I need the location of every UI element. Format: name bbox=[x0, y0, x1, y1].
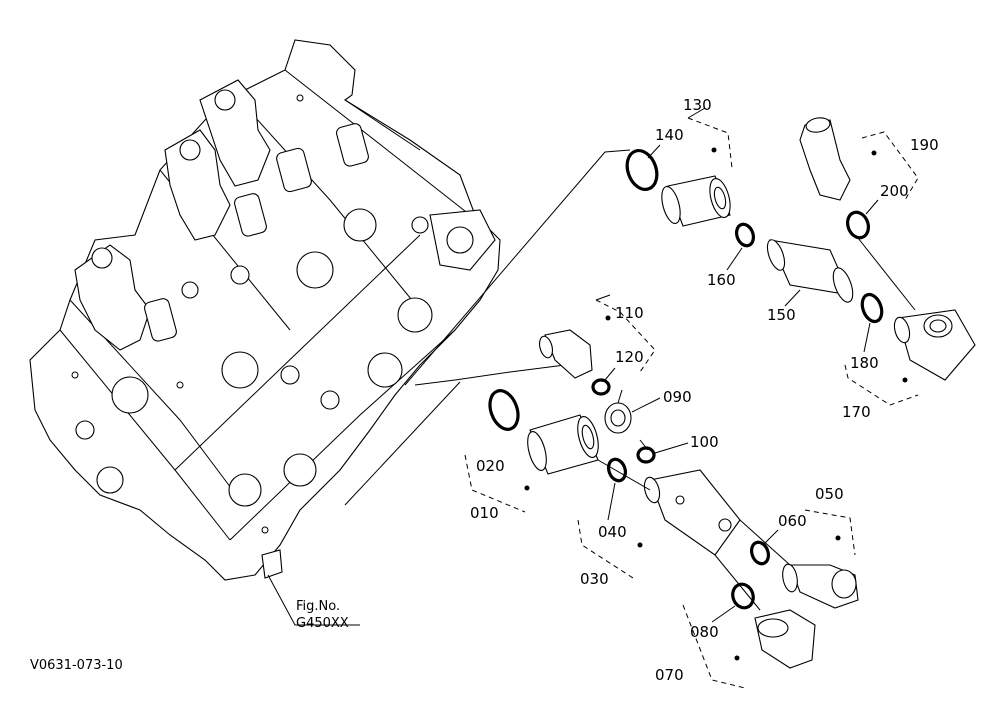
callout-120: 120 bbox=[615, 348, 644, 366]
callout-150: 150 bbox=[767, 306, 796, 324]
callout-110: 110 bbox=[615, 304, 644, 322]
callout-060: 060 bbox=[778, 512, 807, 530]
o-ring-180 bbox=[860, 292, 884, 324]
callout-070: 070 bbox=[655, 666, 684, 684]
elbow-070 bbox=[734, 609, 816, 669]
elbow-170 bbox=[893, 309, 976, 383]
callout-050: 050 bbox=[815, 485, 844, 503]
control-valve-body bbox=[29, 39, 501, 581]
o-ring-160 bbox=[734, 222, 756, 248]
elbow-fitting-190 bbox=[799, 117, 877, 201]
o-ring-100 bbox=[636, 446, 656, 464]
o-ring-040 bbox=[606, 457, 628, 483]
callout-020: 020 bbox=[476, 457, 505, 475]
callout-170: 170 bbox=[842, 403, 871, 421]
callout-030: 030 bbox=[580, 570, 609, 588]
body-leader-lines bbox=[344, 149, 631, 506]
fig-number-callout: Fig.No. G450XX bbox=[267, 574, 360, 631]
connector-150 bbox=[766, 239, 854, 303]
callout-200: 200 bbox=[880, 182, 909, 200]
callout-090: 090 bbox=[663, 388, 692, 406]
o-ring-020 bbox=[488, 389, 520, 431]
nut-090 bbox=[604, 402, 632, 434]
image-reference-code: V0631-073-10 bbox=[30, 658, 123, 673]
o-ring-200 bbox=[846, 210, 870, 240]
lower-assembly bbox=[464, 294, 859, 689]
o-ring-060 bbox=[749, 540, 771, 566]
callout-080: 080 bbox=[690, 623, 719, 641]
o-ring-120 bbox=[591, 378, 611, 396]
callout-160: 160 bbox=[707, 271, 736, 289]
o-ring-140 bbox=[625, 149, 659, 191]
callout-labels: 130 140 160 150 180 170 190 200 110 120 … bbox=[470, 96, 939, 684]
callout-040: 040 bbox=[598, 523, 627, 541]
fig-no-label: Fig.No. bbox=[296, 599, 340, 614]
elbow-fitting-110 bbox=[538, 315, 611, 379]
callout-180: 180 bbox=[850, 354, 879, 372]
upper-assembly bbox=[625, 107, 976, 406]
adapter-130 bbox=[661, 147, 731, 227]
callout-130: 130 bbox=[683, 96, 712, 114]
callout-190: 190 bbox=[910, 136, 939, 154]
adapter-010 bbox=[524, 414, 599, 491]
fig-no-value: G450XX bbox=[296, 616, 349, 631]
callout-010: 010 bbox=[470, 504, 499, 522]
callout-140: 140 bbox=[655, 126, 684, 144]
o-ring-080 bbox=[731, 582, 755, 610]
callout-100: 100 bbox=[690, 433, 719, 451]
tee-block-030 bbox=[637, 469, 741, 556]
fitting-050 bbox=[782, 535, 859, 609]
